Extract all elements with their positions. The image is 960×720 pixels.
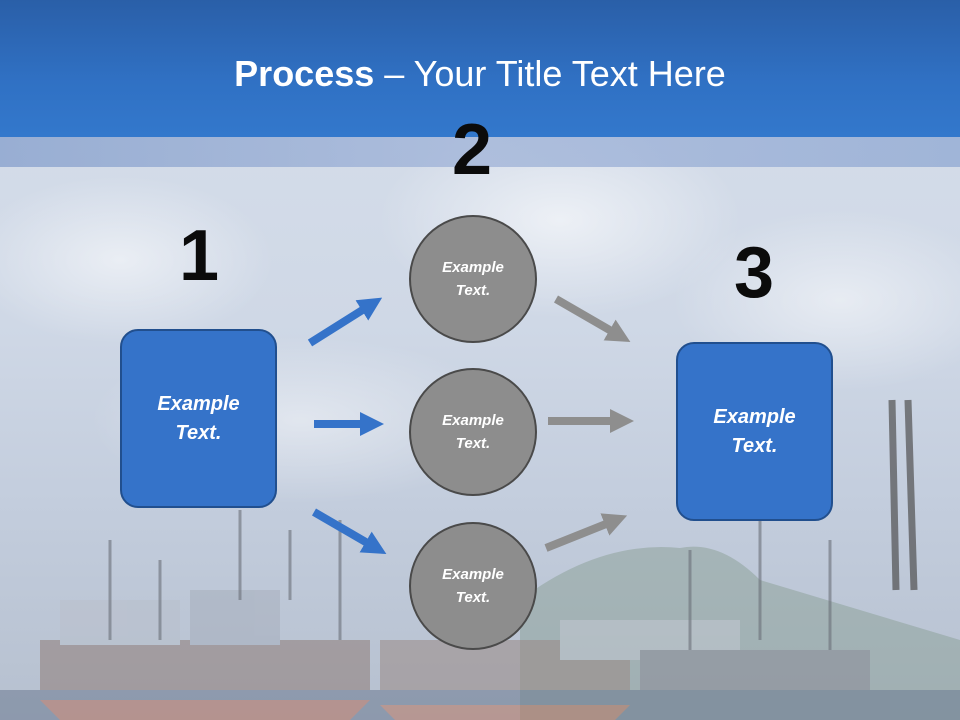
right-step-box: Example Text. bbox=[676, 342, 833, 521]
right-step-box-text: Example Text. bbox=[713, 405, 796, 457]
circle-node-top: Example Text. bbox=[409, 215, 537, 343]
circle-node-bottom-text: Example Text. bbox=[442, 566, 504, 606]
circle-node-middle: Example Text. bbox=[409, 368, 537, 496]
arrow-to-circle-top bbox=[307, 297, 383, 347]
title-rest-text: – Your Title Text Here bbox=[374, 53, 726, 94]
circle-node-bottom: Example Text. bbox=[409, 522, 537, 650]
circle-node-middle-text: Example Text. bbox=[442, 412, 504, 452]
step-number-1: 1 bbox=[178, 216, 220, 296]
arrow-from-circle-bottom bbox=[544, 513, 628, 552]
left-step-box-text: Example Text. bbox=[157, 392, 240, 444]
circle-node-top-text: Example Text. bbox=[442, 259, 504, 299]
header-band bbox=[0, 137, 960, 167]
arrow-from-circle-top bbox=[553, 295, 631, 343]
title-bar bbox=[0, 0, 960, 137]
left-step-box: Example Text. bbox=[120, 329, 277, 508]
step-number-2: 2 bbox=[451, 110, 493, 190]
arrow-to-circle-bottom bbox=[311, 508, 387, 555]
slide-title: Process – Your Title Text Here bbox=[0, 52, 960, 96]
title-bold-text: Process bbox=[234, 53, 375, 94]
step-number-3: 3 bbox=[733, 233, 775, 313]
